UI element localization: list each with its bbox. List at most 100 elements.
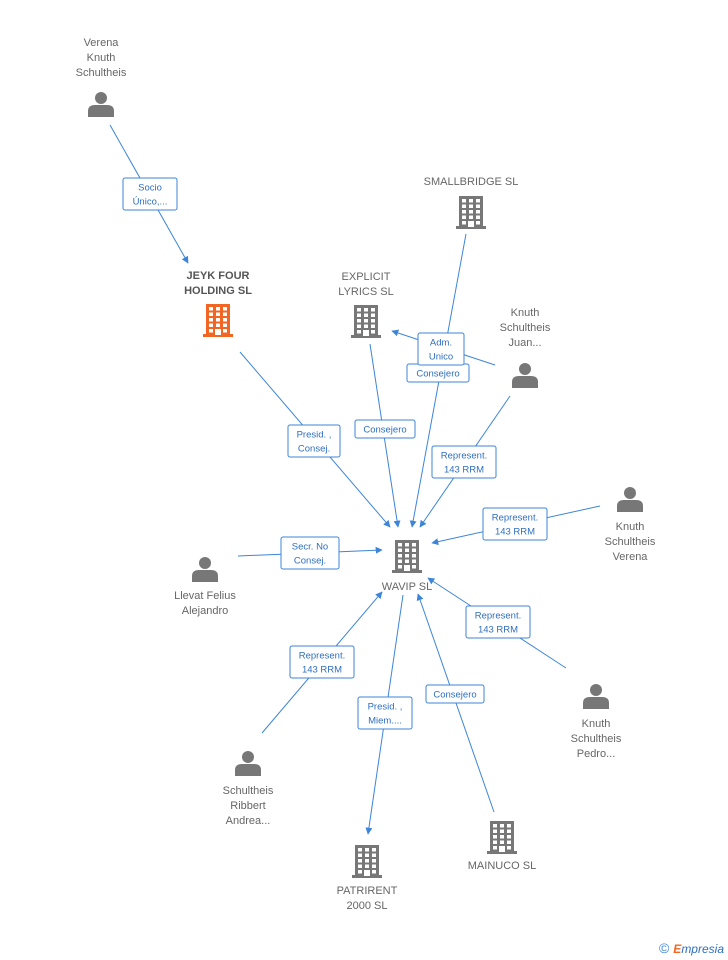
building-window — [507, 835, 511, 839]
node-label: Knuth — [87, 52, 116, 64]
building-window — [358, 864, 362, 868]
edge-label-wavip-to-patrirent[interactable]: Presid. ,Miem.... — [357, 696, 413, 730]
edge-label-text: Consejero — [416, 369, 459, 380]
building-window — [476, 210, 480, 214]
building-window — [357, 330, 361, 334]
edge-label-text: 143 RRM — [444, 465, 484, 476]
building-window — [412, 543, 416, 547]
edge-label-text: Represent. — [492, 513, 538, 524]
building-window — [476, 215, 480, 219]
building-window — [223, 323, 227, 327]
edge-label-knuth_juan-to-explicit[interactable]: Adm.Unico — [417, 332, 465, 366]
building-window — [412, 559, 416, 563]
building-window — [223, 329, 227, 333]
building-window — [209, 329, 213, 333]
building-window — [372, 848, 376, 852]
building-window — [493, 840, 497, 844]
building-window — [357, 313, 361, 317]
edge-label-box — [354, 419, 416, 439]
person-head — [624, 487, 636, 499]
building-window — [357, 319, 361, 323]
building-door — [468, 221, 474, 227]
building-window — [462, 221, 466, 225]
edge-label-smallbridge-to-wavip[interactable]: Consejero — [406, 363, 470, 383]
building-base — [456, 226, 486, 229]
footer-brand[interactable]: ©Empresia — [659, 940, 724, 956]
node-smallbridge[interactable]: SMALLBRIDGE SL — [424, 176, 519, 229]
building-base — [351, 335, 381, 338]
building-window — [469, 204, 473, 208]
building-window — [209, 323, 213, 327]
edge-label-text: Represent. — [475, 611, 521, 622]
edge-label-box — [289, 645, 355, 679]
brand-initial: E — [673, 942, 682, 956]
building-base — [352, 875, 382, 878]
building-window — [364, 319, 368, 323]
building-window — [216, 318, 220, 322]
building-window — [357, 324, 361, 328]
person-body — [617, 500, 643, 512]
person-body — [235, 764, 261, 776]
building-window — [493, 835, 497, 839]
person-icon — [192, 557, 218, 582]
building-window — [493, 824, 497, 828]
person-icon — [512, 363, 538, 388]
edge-label-text: Consej. — [298, 444, 330, 455]
edge-label-llevat-to-wavip[interactable]: Secr. No Consej. — [280, 536, 340, 570]
node-knuth_pedro[interactable]: KnuthSchultheisPedro... — [571, 684, 622, 760]
building-window — [216, 312, 220, 316]
edge-label-box — [280, 536, 340, 570]
building-window — [365, 859, 369, 863]
edge-label-text: Consejero — [363, 425, 406, 436]
node-knuth_juan[interactable]: KnuthSchultheisJuan... — [500, 307, 551, 388]
edge-label-ribbert-to-wavip[interactable]: Represent.143 RRM — [289, 645, 355, 679]
node-label: Verena — [84, 37, 120, 49]
edge-label-knuth_pedro-to-wavip[interactable]: Represent. 143 RRM — [465, 605, 531, 639]
edge-label-knuth_verena-to-wavip[interactable]: Represent. 143 RRM — [482, 507, 548, 541]
node-ribbert[interactable]: SchultheisRibbertAndrea... — [223, 751, 274, 827]
edge-label-text: Consej. — [294, 556, 326, 567]
edge-label-text: Presid. , — [297, 430, 332, 441]
person-body — [512, 376, 538, 388]
building-window — [476, 199, 480, 203]
building-window — [469, 210, 473, 214]
building-window — [358, 859, 362, 863]
edge-label-text: 143 RRM — [495, 527, 535, 538]
node-label: Andrea... — [226, 815, 271, 827]
node-label: Schultheis — [605, 536, 656, 548]
edge-label-jeyk-to-wavip[interactable]: Presid. , Consej. — [287, 424, 341, 458]
edges-layer — [109, 124, 601, 835]
edge-label-mainuco-to-wavip[interactable]: Consejero — [425, 684, 485, 704]
person-icon — [583, 684, 609, 709]
building-icon — [351, 305, 381, 338]
building-door — [499, 846, 505, 852]
edge-label-text: Represent. — [299, 651, 345, 662]
building-window — [365, 864, 369, 868]
edge-label-knuth_juan-to-wavip[interactable]: Represent. 143 RRM — [431, 445, 497, 479]
edge-label-text: 143 RRM — [478, 625, 518, 636]
building-window — [371, 324, 375, 328]
edge-label-text: Presid. , — [368, 702, 403, 713]
building-window — [405, 543, 409, 547]
node-wavip[interactable]: WAVIP SL — [382, 540, 433, 593]
edge-label-text: Secr. No — [292, 542, 328, 553]
node-label: HOLDING SL — [184, 285, 252, 297]
building-window — [462, 210, 466, 214]
edge-label-text: Consejero — [433, 690, 476, 701]
edge-label-verena-to-jeyk[interactable]: SocioÚnico,... — [122, 177, 178, 211]
building-window — [507, 846, 511, 850]
edge-label-text: Represent. — [441, 451, 487, 462]
building-window — [412, 554, 416, 558]
building-window — [398, 559, 402, 563]
node-mainuco[interactable]: MAINUCO SL — [468, 821, 536, 872]
building-window — [371, 319, 375, 323]
edge-label-explicit-to-wavip[interactable]: Consejero — [354, 419, 416, 439]
